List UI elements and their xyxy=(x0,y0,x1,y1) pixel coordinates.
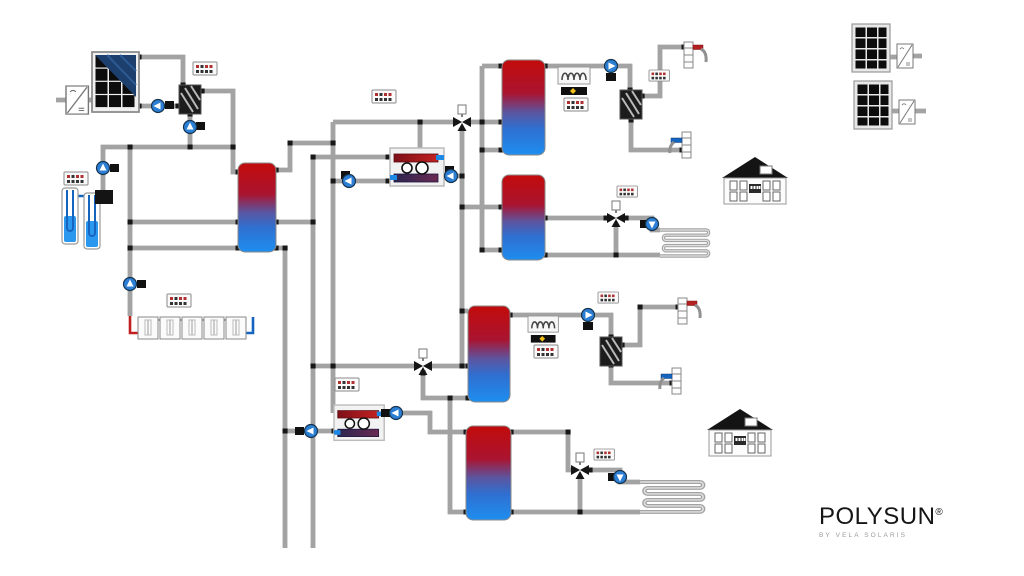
pump-dhw-2[interactable] xyxy=(580,307,596,323)
controller-aux-1[interactable] xyxy=(563,97,589,112)
pump-collector[interactable] xyxy=(150,98,166,114)
polysun-logo: POLYSUN® BY VELA SOLARIS xyxy=(819,503,943,539)
radiator-return-pipe[interactable] xyxy=(246,317,255,335)
pump-fws2-primary[interactable] xyxy=(303,423,319,439)
plate-heat-exchanger-2[interactable] xyxy=(599,336,623,367)
pump-floorheating-1[interactable] xyxy=(644,216,660,232)
pv-inverter-2[interactable] xyxy=(898,99,916,125)
logo-title-text: POLYSUN xyxy=(819,503,936,530)
controller-freshwater-2[interactable] xyxy=(334,377,360,392)
controller-dhw-2[interactable] xyxy=(597,291,619,304)
pump-dhw-1[interactable] xyxy=(603,58,619,74)
cold-tap-1[interactable] xyxy=(668,130,693,160)
pump-fws2-secondary[interactable] xyxy=(388,405,404,421)
floor-heating-2[interactable] xyxy=(640,482,703,512)
controller-mixer-1[interactable] xyxy=(616,185,638,198)
pv-inverter-1[interactable] xyxy=(896,43,914,69)
electric-heater-1[interactable] xyxy=(557,66,591,96)
pump-radiator[interactable] xyxy=(122,276,138,292)
controller-solar[interactable] xyxy=(192,61,218,76)
heating-tank-2[interactable] xyxy=(465,425,512,521)
solar-heat-exchanger[interactable] xyxy=(178,84,202,115)
radiator-row[interactable] xyxy=(137,316,247,340)
radiator-feed-pipe[interactable] xyxy=(128,316,138,335)
controller-ground-source[interactable] xyxy=(63,171,89,186)
freshwater-station-1[interactable] xyxy=(389,147,445,187)
hot-tap-1[interactable] xyxy=(682,40,708,70)
heating-tank-1[interactable] xyxy=(501,174,546,261)
house-1[interactable] xyxy=(721,156,789,205)
hot-tap-2[interactable] xyxy=(676,296,702,326)
dhw-tank-2[interactable] xyxy=(467,305,511,403)
house-2[interactable] xyxy=(706,408,774,457)
pv-array-2[interactable] xyxy=(853,80,893,130)
logo-title: POLYSUN® xyxy=(819,503,943,531)
logo-subtitle: BY VELA SOLARIS xyxy=(819,532,908,539)
floor-heating-1[interactable] xyxy=(658,228,711,258)
pumps[interactable] xyxy=(95,58,660,485)
pv-array-1[interactable] xyxy=(851,23,891,73)
pipe-junction-nodes xyxy=(127,44,687,515)
buffer-tank[interactable] xyxy=(237,162,277,253)
pump-fws1-secondary[interactable] xyxy=(443,168,459,184)
controller-radiator[interactable] xyxy=(166,293,192,308)
controller-freshwater-1[interactable] xyxy=(371,89,397,104)
controller-dhw-1[interactable] xyxy=(648,69,670,82)
mixing-valve-1[interactable] xyxy=(606,200,626,228)
pump-floorheating-2[interactable] xyxy=(612,469,628,485)
solar-inverter[interactable] xyxy=(65,85,90,115)
ground-probe-1[interactable] xyxy=(61,187,79,245)
dhw-tank-1[interactable] xyxy=(501,59,546,156)
pump-solar-secondary[interactable] xyxy=(182,119,198,135)
freshwater-station-2[interactable] xyxy=(333,404,385,442)
borehole-manifold[interactable] xyxy=(95,190,113,204)
logo-registered-mark: ® xyxy=(935,507,944,518)
pump-fws1-primary[interactable] xyxy=(341,173,357,189)
controller-mixer-2[interactable] xyxy=(593,448,615,461)
three-way-valve-2[interactable] xyxy=(413,348,433,376)
controller-aux-2[interactable] xyxy=(533,344,559,359)
electric-heater-2[interactable] xyxy=(527,315,560,344)
plate-heat-exchanger-1[interactable] xyxy=(619,89,643,120)
mixing-valve-2[interactable] xyxy=(570,452,590,480)
pvt-collector[interactable] xyxy=(91,51,140,113)
three-way-valve-1[interactable] xyxy=(452,104,472,132)
pump-ground[interactable] xyxy=(95,160,111,176)
